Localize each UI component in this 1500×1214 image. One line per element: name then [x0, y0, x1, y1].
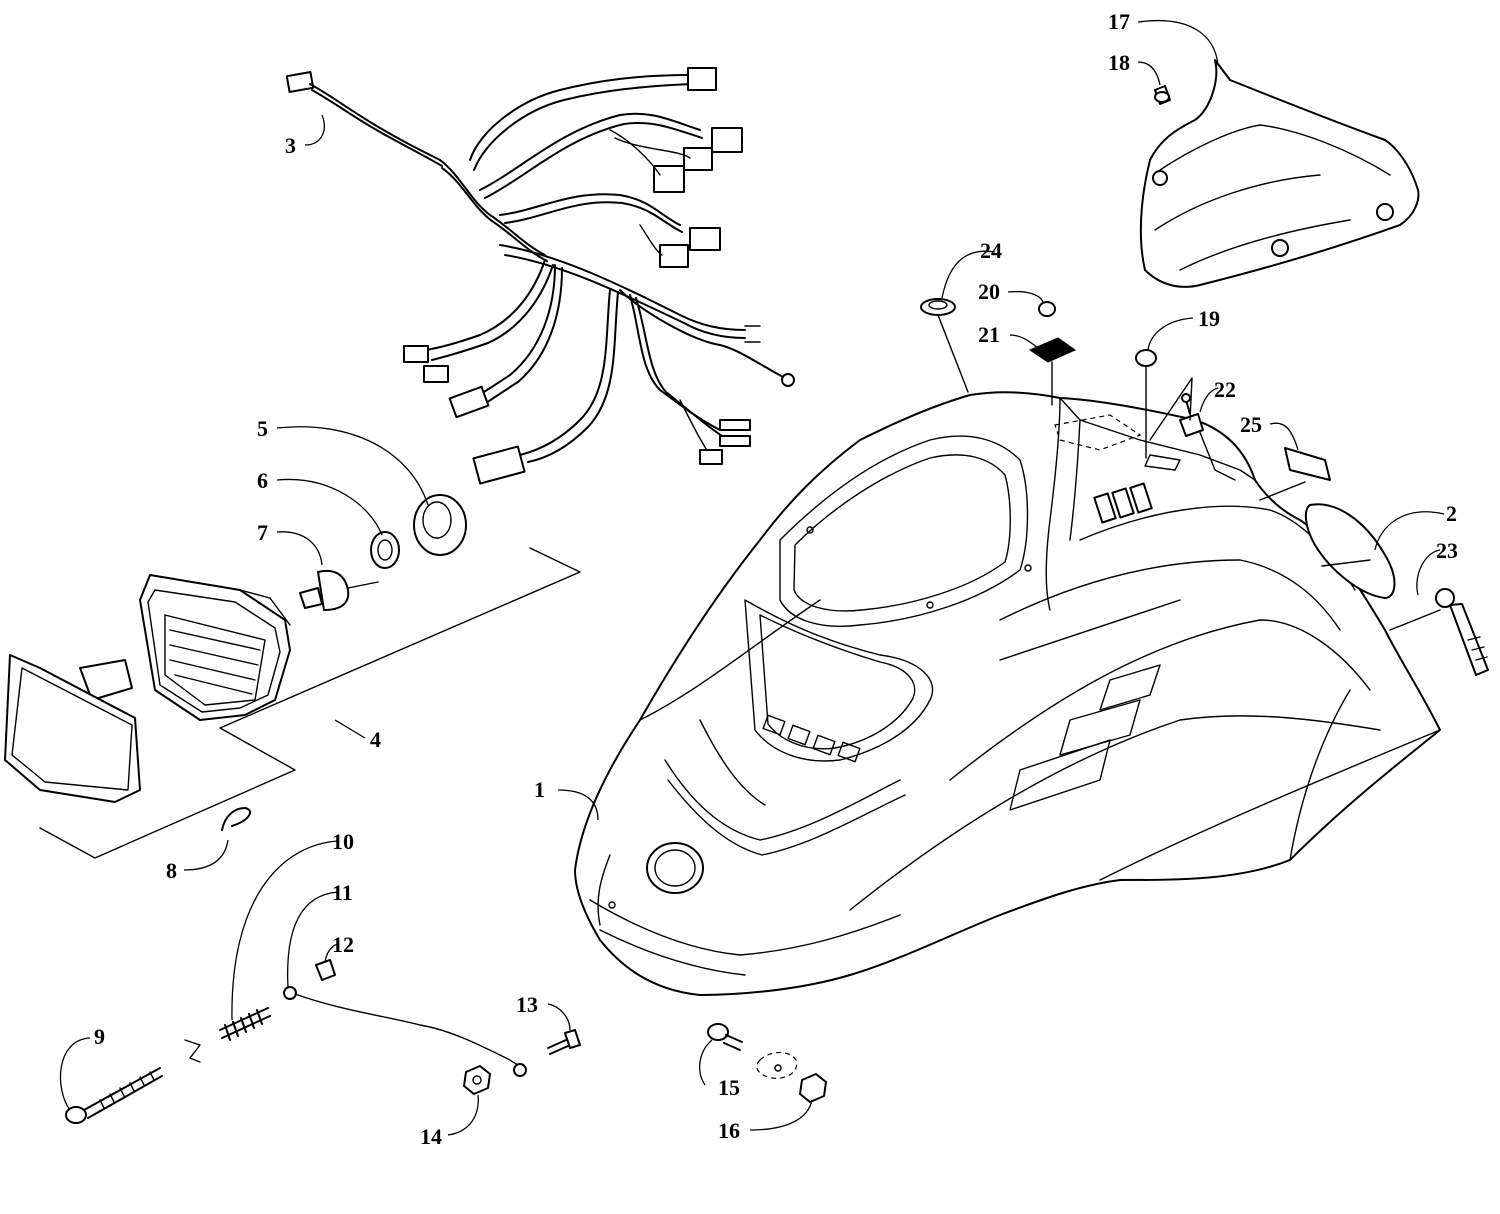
callout-18: 18 [1108, 50, 1130, 75]
callout-6: 6 [257, 468, 268, 493]
hood-fasteners [707, 1023, 827, 1103]
callout-21: 21 [978, 322, 1000, 347]
callout-labels: 1 2 3 4 5 6 7 8 9 10 11 12 13 14 15 16 1… [94, 9, 1458, 1149]
callout-4: 4 [370, 727, 381, 752]
callout-2: 2 [1446, 501, 1457, 526]
callout-13: 13 [516, 992, 538, 1017]
windshield [1139, 59, 1420, 288]
hood-tether-hardware [65, 959, 581, 1124]
leader-lines [59, 20, 1445, 1136]
callout-3: 3 [285, 133, 296, 158]
callout-14: 14 [420, 1124, 442, 1149]
callout-1: 1 [534, 777, 545, 802]
callout-10: 10 [332, 829, 354, 854]
callout-16: 16 [718, 1118, 740, 1143]
callout-15: 15 [718, 1075, 740, 1100]
callout-22: 22 [1214, 377, 1236, 402]
callout-17: 17 [1108, 9, 1130, 34]
callout-24: 24 [980, 238, 1002, 263]
callout-12: 12 [332, 932, 354, 957]
headlight-assembly [4, 494, 581, 859]
callout-5: 5 [257, 416, 268, 441]
callout-20: 20 [978, 279, 1000, 304]
callout-11: 11 [332, 880, 353, 905]
wiring-harness [285, 67, 795, 485]
callout-7: 7 [257, 520, 268, 545]
callout-8: 8 [166, 858, 177, 883]
callout-19: 19 [1198, 306, 1220, 331]
callout-25: 25 [1240, 412, 1262, 437]
hood-small-parts [920, 298, 1489, 676]
hood-body [574, 391, 1441, 996]
callout-23: 23 [1436, 538, 1458, 563]
callout-9: 9 [94, 1024, 105, 1049]
